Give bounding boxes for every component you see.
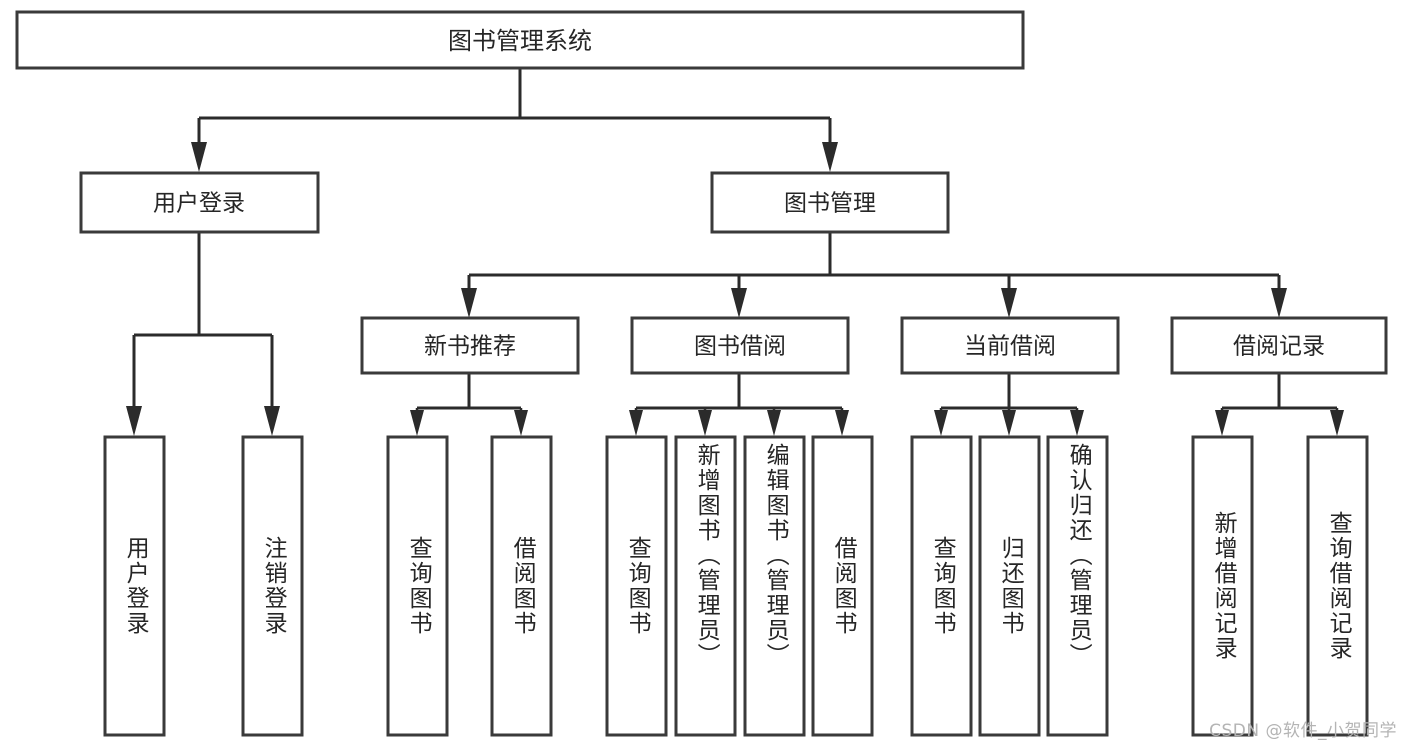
arrow-head-current-borrow — [1001, 288, 1017, 318]
arrow-head-leaf-add-book — [698, 410, 712, 436]
node-borrow-record-label: 借阅记录 — [1233, 334, 1325, 360]
arrow-head-book-management — [822, 142, 838, 172]
arrow-head-leaf-user-login — [126, 406, 142, 436]
node-book-borrow[interactable]: 图书借阅 — [630, 316, 850, 375]
arrow-head-leaf-add-record — [1215, 410, 1229, 436]
node-book-borrow-box[interactable] — [630, 316, 850, 375]
node-root[interactable]: 图书管理系统 — [15, 10, 1025, 70]
arrow-head-leaf-borrow-book-1 — [514, 410, 528, 436]
arrow-head-leaf-edit-book — [767, 410, 781, 436]
node-user-login-label: 用户登录 — [153, 191, 245, 217]
node-leaf-return-book-box[interactable] — [978, 435, 1041, 737]
node-borrow-record-box[interactable] — [1170, 316, 1388, 375]
arrow-head-user-login — [191, 142, 207, 172]
arrow-head-leaf-query-book-1 — [410, 410, 424, 436]
node-leaf-query-book-1-box[interactable] — [386, 435, 449, 737]
node-book-management-label: 图书管理 — [784, 191, 876, 217]
arrow-head-borrow-record — [1271, 288, 1287, 318]
node-current-borrow-label: 当前借阅 — [964, 334, 1056, 360]
node-leaf-borrow-book-2-box[interactable] — [811, 435, 874, 737]
node-leaf-logout-box[interactable] — [241, 435, 304, 737]
node-root-label: 图书管理系统 — [448, 27, 592, 55]
node-new-book-recommend-label: 新书推荐 — [424, 334, 516, 360]
csdn-watermark: CSDN @软件_小贺同学 — [1209, 721, 1397, 741]
connector-group-user-login — [126, 232, 280, 436]
node-book-management[interactable]: 图书管理 — [710, 171, 950, 234]
connector-group-book-management — [461, 232, 1287, 318]
arrow-head-leaf-logout — [264, 406, 280, 436]
node-current-borrow[interactable]: 当前借阅 — [900, 316, 1120, 375]
node-current-borrow-box[interactable] — [900, 316, 1120, 375]
node-new-book-recommend[interactable]: 新书推荐 — [360, 316, 580, 375]
node-root-box[interactable] — [15, 10, 1025, 70]
node-leaf-add-book-box[interactable] — [674, 435, 737, 737]
node-leaf-edit-book-box[interactable] — [743, 435, 806, 737]
node-leaf-add-record-box[interactable] — [1191, 435, 1254, 737]
arrow-head-book-borrow — [731, 288, 747, 318]
node-leaf-query-book-3-box[interactable] — [910, 435, 973, 737]
connector-group-new-book-recommend — [410, 373, 528, 436]
arrow-head-leaf-query-book-2 — [629, 410, 643, 436]
connector-group-book-borrow — [629, 373, 849, 436]
connector-group-current-borrow — [934, 373, 1084, 436]
arrow-head-leaf-borrow-book-2 — [835, 410, 849, 436]
node-leaf-query-record-box[interactable] — [1306, 435, 1369, 737]
arrow-head-new-book-recommend — [461, 288, 477, 318]
node-book-borrow-label: 图书借阅 — [694, 334, 786, 360]
node-borrow-record[interactable]: 借阅记录 — [1170, 316, 1388, 375]
node-leaf-user-login-box[interactable] — [103, 435, 166, 737]
connector-group-borrow-record — [1215, 373, 1344, 436]
node-new-book-recommend-box[interactable] — [360, 316, 580, 375]
arrow-head-leaf-query-book-3 — [934, 410, 948, 436]
node-leaf-query-book-2-box[interactable] — [605, 435, 668, 737]
arrow-head-leaf-query-record — [1330, 410, 1344, 436]
node-user-login-box[interactable] — [79, 171, 320, 234]
connector-group-root — [191, 68, 838, 172]
node-user-login[interactable]: 用户登录 — [79, 171, 320, 234]
node-leaf-confirm-return-box[interactable] — [1046, 435, 1109, 737]
arrow-head-leaf-confirm-return — [1070, 410, 1084, 436]
arrow-head-leaf-return-book — [1002, 410, 1016, 436]
node-leaf-borrow-book-1-box[interactable] — [490, 435, 553, 737]
node-book-management-box[interactable] — [710, 171, 950, 234]
